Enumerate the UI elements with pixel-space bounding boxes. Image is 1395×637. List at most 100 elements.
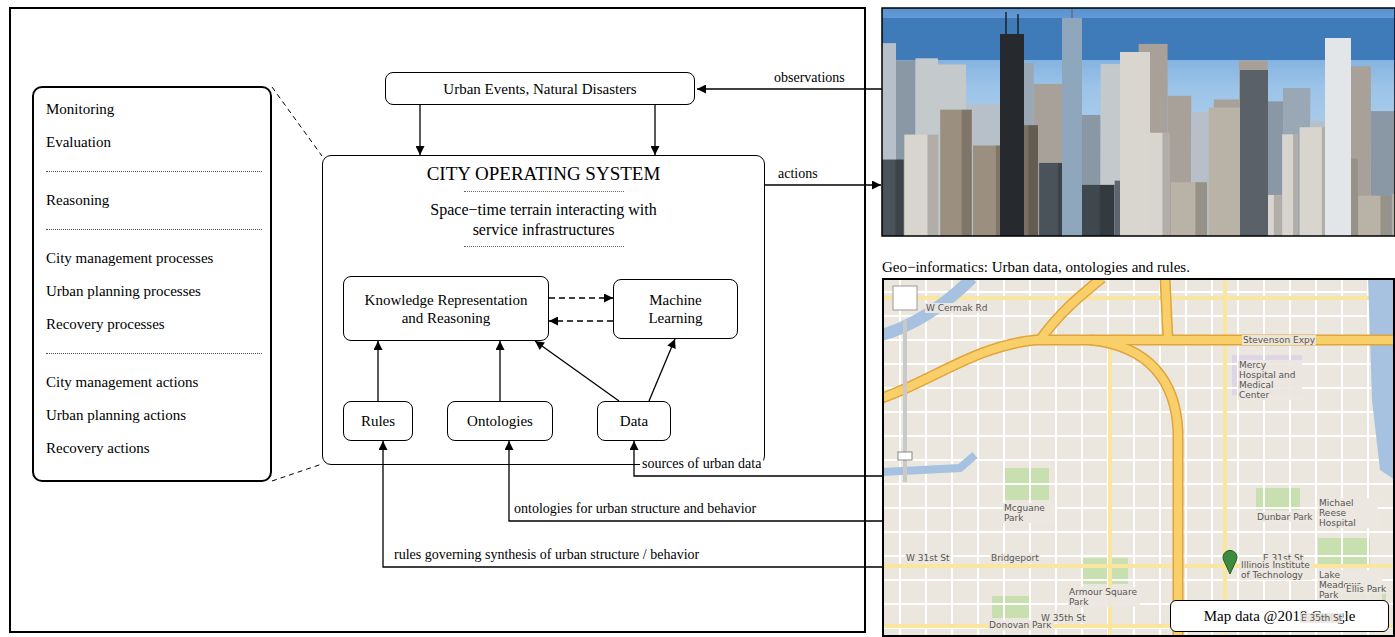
box-label: Evaluation [46,126,262,159]
major-street [882,564,1395,568]
street-name: E 31st St [1262,553,1304,563]
highway-edge [1090,340,1178,637]
box-label: Urban planning actions [46,399,262,432]
highway-edge [1040,278,1102,340]
building [904,135,938,236]
observation-arrow [697,88,882,89]
street-name: W 31st St [905,553,951,563]
building [940,110,972,236]
input-box: Rules [343,401,413,441]
building [1239,60,1267,236]
street [882,387,1395,389]
edge-label: sources of urban data [640,456,763,472]
outer-frame [10,8,865,632]
dotted-separator [46,353,262,354]
input-box: Ontologies [447,401,553,441]
box-label: City management actions [46,366,262,399]
major-street [1223,278,1227,637]
edge-label: rules governing synthesis of urban struc… [392,547,701,563]
connector [509,441,882,521]
box-label: Data [620,412,648,430]
building [1392,194,1395,236]
street [882,315,1395,317]
box-label: Recovery processes [46,308,262,341]
bracket-leader [272,464,322,481]
panel-heading: Geo−informatics: Urban data, ontologies … [882,258,1190,276]
connector [634,441,882,476]
park-name: Armour Square Park [1068,587,1140,607]
tower [1000,34,1024,236]
connector [535,341,619,401]
street [1107,278,1109,637]
lake [1368,278,1395,480]
box-label: City management processes [46,242,262,275]
arrow-label: actions [776,166,820,182]
street [925,278,927,637]
street [1315,278,1317,637]
place-name: Michael Reese Hospital [1318,498,1378,528]
highway-name: Stevenson Expy [1242,335,1316,345]
dashed-connector [549,320,613,321]
process-box: Machine Learning [613,279,738,339]
street [1081,278,1083,637]
street [882,531,1395,533]
park-name: Dunbar Park [1256,512,1314,522]
connector [649,339,675,401]
box-label: Space−time terrain interacting with serv… [409,200,679,240]
park-name: Mcguane Park [1003,503,1055,523]
map-pin [1223,550,1237,574]
connector [419,105,420,155]
building [1282,134,1298,236]
park [1256,488,1300,510]
box-label: Monitoring [46,93,262,126]
credit-box: Map data @2019 Google [1170,600,1389,632]
building-shade [1350,159,1358,236]
major-street [1108,340,1112,637]
street-map [882,278,1395,637]
building-shade [962,110,972,236]
box-label: Machine Learning [636,291,716,327]
box-label: Urban Events, Natural Disasters [443,80,636,98]
building [1171,182,1207,236]
box-label: Urban planning processes [46,275,262,308]
dotted-separator [46,229,262,230]
input-box: Data [597,401,671,441]
street [1133,278,1135,637]
building-shade [1029,125,1038,236]
street [882,435,1395,437]
park-name: Donovan Park [988,620,1053,630]
building-shade [1195,182,1207,236]
sky [882,8,1395,236]
street [977,278,979,637]
park [1318,538,1370,568]
building-shade [1380,196,1390,236]
antenna [1005,12,1007,34]
photo-border [882,8,1395,236]
river [882,278,972,335]
box-label: Rules [361,412,395,430]
action-arrow [765,184,881,185]
park [992,596,1030,618]
connector [654,105,655,155]
street-name: W 35th St [1040,613,1087,623]
highway [1090,340,1178,637]
tower [1325,38,1351,236]
task-list-box: MonitoringEvaluationReasoningCity manage… [32,86,272,482]
street [1263,278,1265,637]
box-title: CITY OPERATING SYSTEM [323,163,764,185]
event-box: Urban Events, Natural Disasters [385,72,695,105]
connector [383,441,882,567]
street [882,555,1395,557]
street [882,459,1395,461]
antenna [1017,14,1019,34]
dotted-separator [464,191,624,192]
canal [882,455,975,472]
building-shade [1293,134,1298,236]
pan-control [893,286,917,310]
place-name: Bridgeport [990,553,1040,563]
connector [377,341,378,401]
antenna [1071,9,1072,18]
tower [1240,70,1268,236]
highway [1040,278,1102,340]
street [882,579,1395,581]
